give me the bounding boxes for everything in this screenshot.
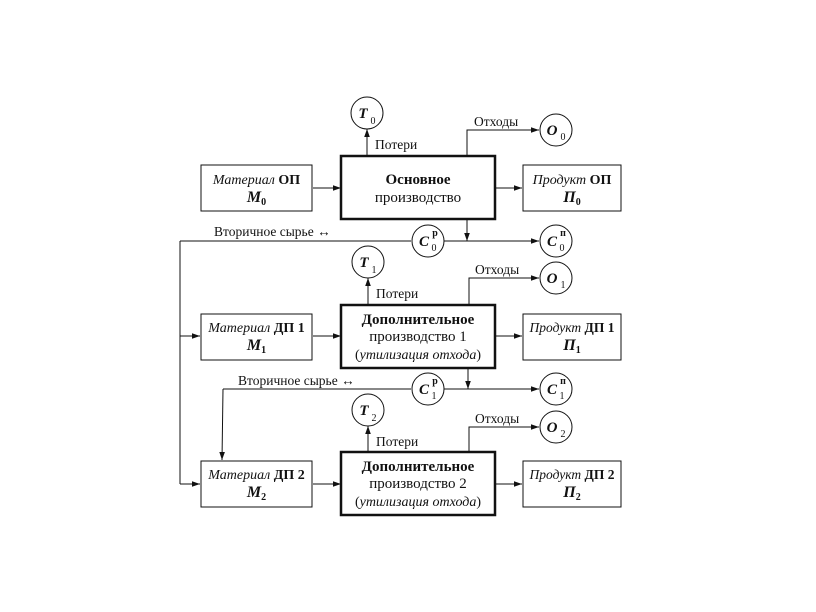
svg-text:(утилизация отхода): (утилизация отхода) <box>355 348 481 363</box>
svg-text:Материал ОП: Материал ОП <box>212 173 300 188</box>
svg-text:Материал ДП 2: Материал ДП 2 <box>207 468 304 483</box>
svg-text:C: C <box>419 234 430 250</box>
material-dp2-box: Материал ДП 2 M2 <box>200 460 313 508</box>
circle-o0: O 0 <box>539 113 573 147</box>
svg-text:1: 1 <box>561 280 566 291</box>
product-op-box: Продукт ОП П0 <box>522 164 622 212</box>
svg-text:T: T <box>359 403 369 419</box>
svg-text:C: C <box>547 382 558 398</box>
product-dp2-box: Продукт ДП 2 П2 <box>522 460 622 508</box>
svg-text:р: р <box>432 376 438 387</box>
svg-text:2: 2 <box>561 429 566 440</box>
svg-text:п: п <box>560 376 566 387</box>
svg-text:C: C <box>419 382 430 398</box>
secondary-raw-label-1: Вторичное сырье ↔ <box>238 373 355 388</box>
svg-text:п: п <box>560 228 566 239</box>
svg-text:П1: П1 <box>562 337 580 356</box>
svg-text:O: O <box>547 271 558 287</box>
svg-text:2: 2 <box>372 413 377 424</box>
connectors <box>179 127 539 487</box>
svg-text:0: 0 <box>560 243 565 254</box>
additional-production-2-box: Дополнительное производство 2 (утилизаци… <box>339 450 497 517</box>
circle-t2: T 2 <box>351 393 385 427</box>
waste-label-0: Отходы <box>474 114 518 129</box>
svg-text:O: O <box>547 420 558 436</box>
svg-text:1: 1 <box>560 391 565 402</box>
circle-t0: T 0 <box>350 96 384 130</box>
circle-o2: O 2 <box>539 410 573 444</box>
circle-c1-recycled: C 1 р <box>411 372 445 406</box>
additional-production-1-box: Дополнительное производство 1 (утилизаци… <box>339 303 497 370</box>
main-production-box: Основное производство <box>339 154 497 221</box>
material-dp1-box: Материал ДП 1 M1 <box>200 313 313 361</box>
product-dp1-box: Продукт ДП 1 П1 <box>522 313 622 361</box>
svg-text:1: 1 <box>372 265 377 276</box>
svg-text:П0: П0 <box>562 189 580 208</box>
svg-text:Дополнительное: Дополнительное <box>362 459 475 475</box>
losses-label-0: Потери <box>375 137 417 152</box>
losses-label-1: Потери <box>376 286 418 301</box>
material-op-box: Материал ОП M0 <box>200 164 313 212</box>
svg-text:T: T <box>358 106 368 122</box>
losses-label-2: Потери <box>376 434 418 449</box>
waste-label-2: Отходы <box>475 411 519 426</box>
svg-text:производство 2: производство 2 <box>369 476 467 492</box>
arrow-add1-to-o1 <box>468 275 539 305</box>
svg-text:Материал ДП 1: Материал ДП 1 <box>207 321 304 336</box>
svg-text:производство 1: производство 1 <box>369 329 467 345</box>
svg-text:0: 0 <box>371 116 376 127</box>
svg-text:C: C <box>547 234 558 250</box>
svg-text:M1: M1 <box>246 337 266 356</box>
svg-text:M0: M0 <box>246 189 266 208</box>
svg-text:П2: П2 <box>562 484 580 503</box>
circle-c0-product: C 0 п <box>539 224 573 258</box>
svg-text:0: 0 <box>432 243 437 254</box>
circle-c0-recycled: C 0 р <box>411 224 445 258</box>
svg-text:Дополнительное: Дополнительное <box>362 312 475 328</box>
svg-text:производство: производство <box>375 190 461 206</box>
svg-text:M2: M2 <box>246 484 266 503</box>
svg-text:р: р <box>432 228 438 239</box>
circle-o1: O 1 <box>539 261 573 295</box>
svg-text:1: 1 <box>432 391 437 402</box>
circle-t1: T 1 <box>351 245 385 279</box>
svg-text:T: T <box>359 255 369 271</box>
arrow-add2-to-o2 <box>468 424 539 452</box>
secondary-raw-label-0: Вторичное сырье ↔ <box>214 224 331 239</box>
waste-label-1: Отходы <box>475 262 519 277</box>
svg-text:O: O <box>547 123 558 139</box>
svg-text:0: 0 <box>561 132 566 143</box>
circle-c1-product: C 1 п <box>539 372 573 406</box>
svg-text:Продукт ОП: Продукт ОП <box>532 173 612 188</box>
arrow-secondary-to-m2 <box>219 388 225 461</box>
svg-text:(утилизация отхода): (утилизация отхода) <box>355 495 481 510</box>
svg-text:Продукт ДП 1: Продукт ДП 1 <box>529 320 615 335</box>
arrow-main-to-o0 <box>466 127 539 156</box>
svg-text:Основное: Основное <box>386 172 451 188</box>
svg-text:Продукт ДП 2: Продукт ДП 2 <box>529 467 615 482</box>
